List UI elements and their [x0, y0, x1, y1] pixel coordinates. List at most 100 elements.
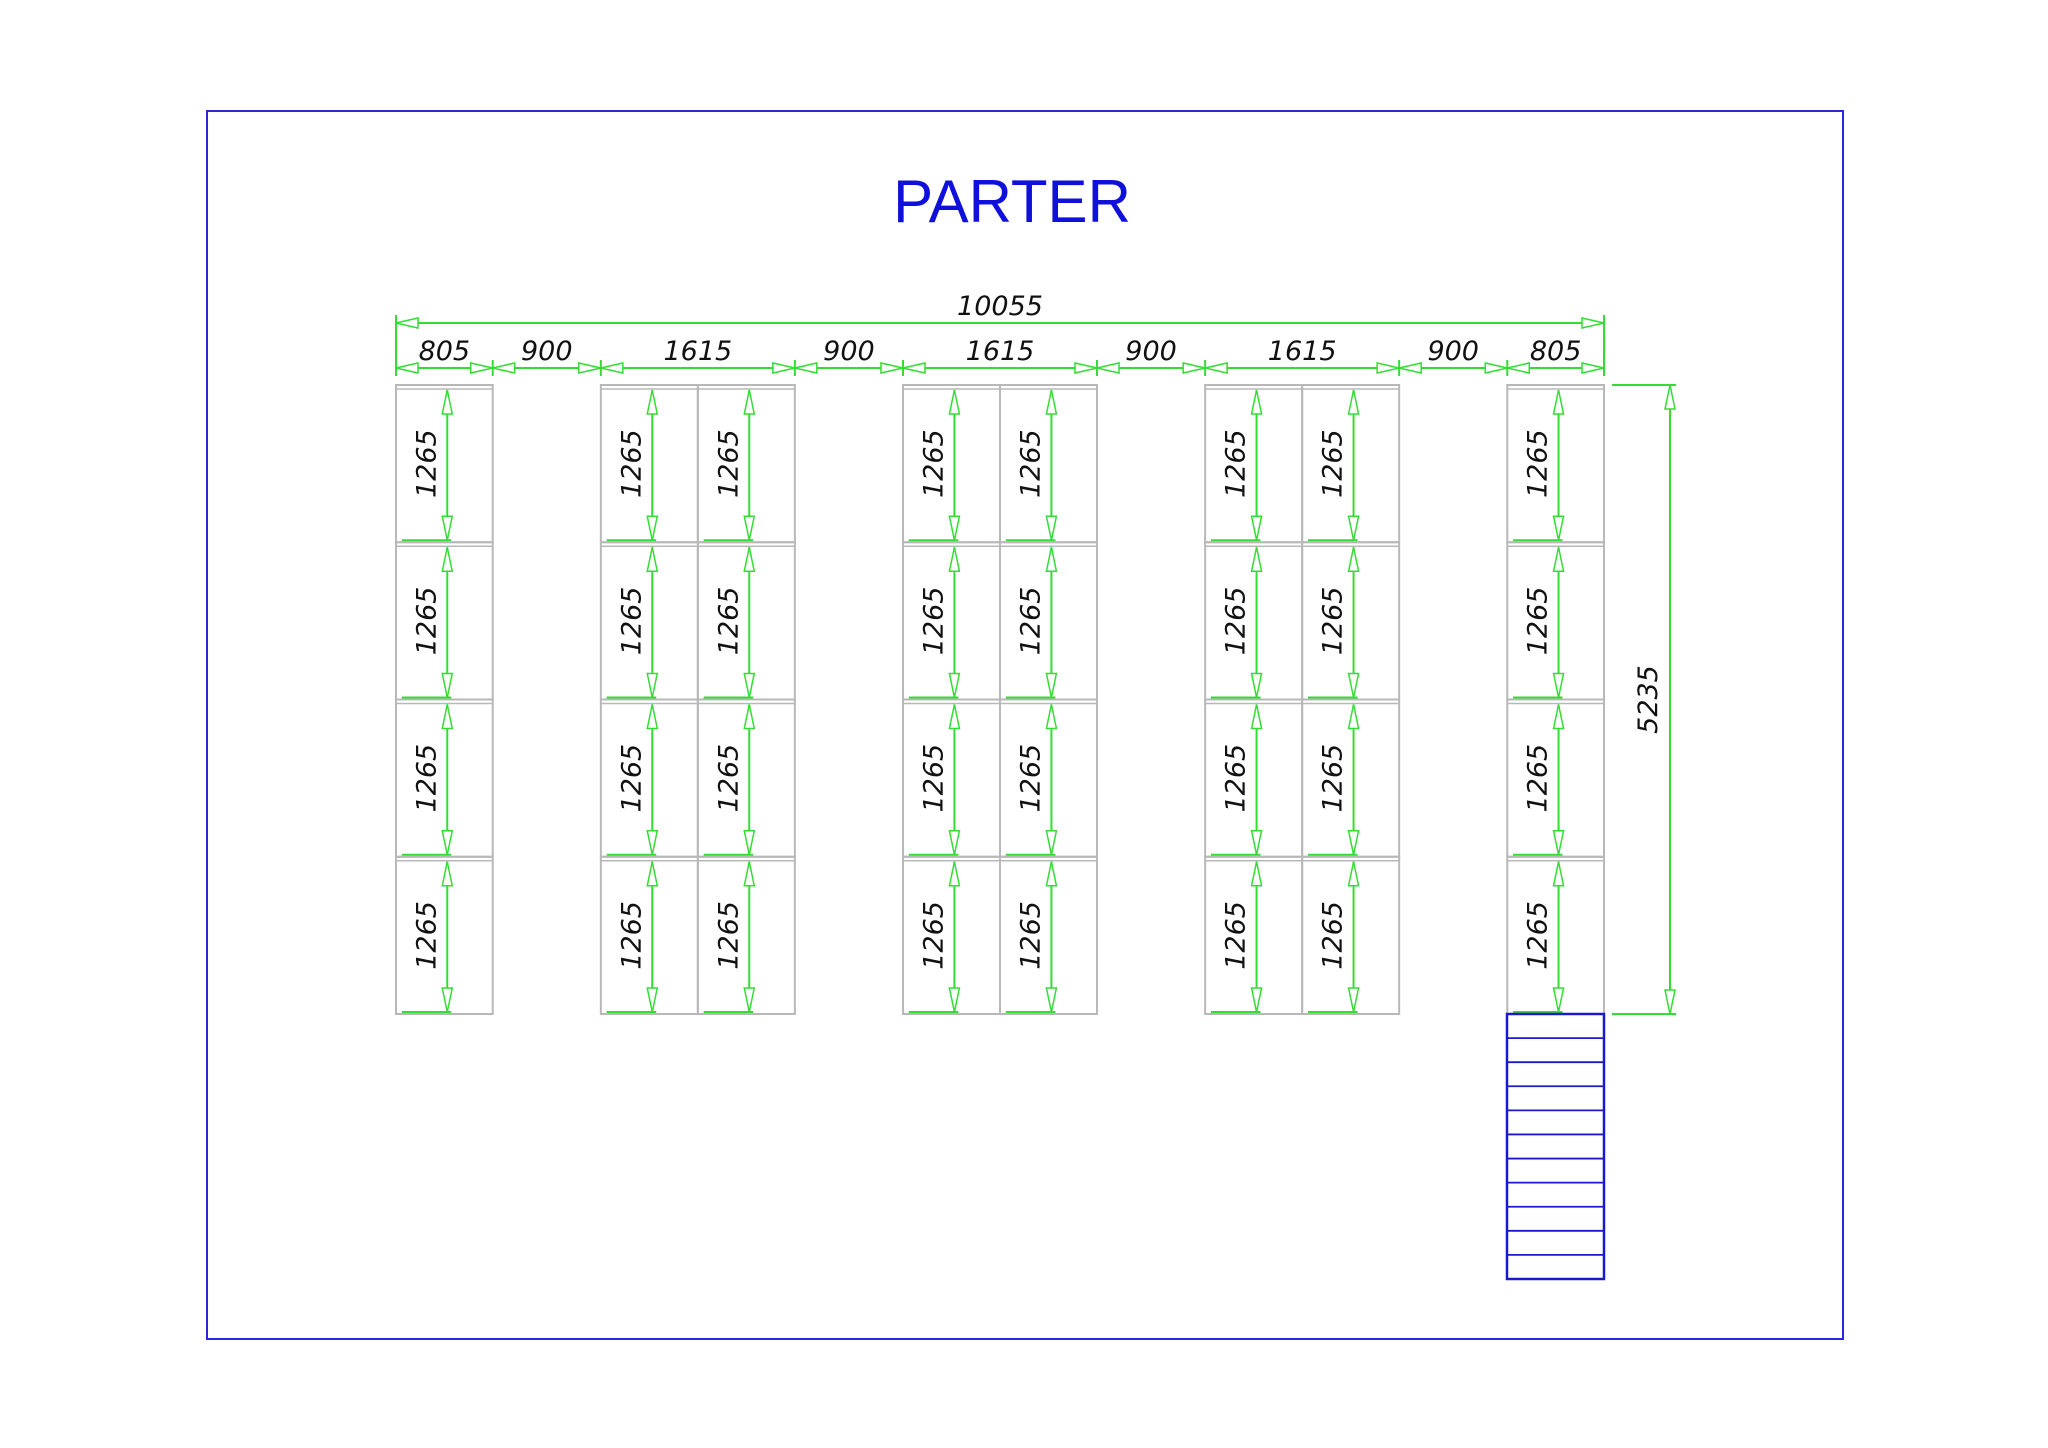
arrowhead-icon	[646, 672, 659, 698]
row-height-label: 1265	[1221, 744, 1252, 813]
arrowhead-icon	[743, 704, 756, 730]
arrowhead-icon	[395, 362, 419, 374]
arrowhead-icon	[1552, 830, 1565, 855]
row-height-label: 1265	[918, 901, 949, 970]
total-height-label: 5235	[1633, 665, 1664, 734]
rack-cell	[395, 855, 494, 1015]
arrowhead-icon	[1250, 861, 1263, 887]
arrowhead-icon	[948, 861, 961, 887]
arrowhead-icon	[578, 362, 602, 374]
row-height-label: 1265	[411, 901, 442, 970]
arrowhead-icon	[469, 362, 493, 374]
row-height-label: 1265	[411, 587, 442, 656]
arrowhead-icon	[1250, 389, 1263, 415]
arrowhead-icon	[1398, 362, 1422, 374]
arrowhead-icon	[1250, 547, 1263, 572]
arrowhead-icon	[1552, 389, 1565, 415]
arrowhead-icon	[1347, 389, 1360, 415]
arrowhead-icon	[441, 547, 454, 572]
arrowhead-icon	[1376, 362, 1400, 374]
arrowhead-icon	[948, 515, 961, 541]
segment-width-label: 805	[419, 336, 471, 367]
arrowhead-icon	[1552, 515, 1565, 541]
arrowhead-icon	[1045, 547, 1058, 572]
row-height-label: 1265	[1015, 744, 1046, 813]
row-height-label: 1265	[1523, 744, 1554, 813]
arrowhead-icon	[441, 861, 454, 887]
segment-width-label: 900	[521, 336, 573, 367]
arrowhead-icon	[1347, 830, 1360, 855]
arrowhead-icon	[1552, 704, 1565, 730]
arrowhead-icon	[395, 317, 419, 329]
arrowhead-icon	[1484, 362, 1508, 374]
arrowhead-icon	[1347, 704, 1360, 730]
arrowhead-icon	[1045, 830, 1058, 855]
arrowhead-icon	[1182, 362, 1206, 374]
row-height-label: 1265	[616, 744, 647, 813]
arrowhead-icon	[646, 704, 659, 730]
row-height-label: 1265	[1523, 429, 1554, 498]
row-height-label: 1265	[1318, 429, 1349, 498]
arrowhead-icon	[441, 830, 454, 855]
total-width-label: 10055	[957, 291, 1043, 322]
arrowhead-icon	[902, 362, 926, 374]
row-height-label: 1265	[411, 429, 442, 498]
arrowhead-icon	[492, 362, 516, 374]
arrowhead-icon	[1347, 515, 1360, 541]
arrowhead-icon	[880, 362, 904, 374]
row-height-label: 1265	[1015, 901, 1046, 970]
arrowhead-icon	[646, 515, 659, 541]
row-height-label: 1265	[1221, 587, 1252, 656]
arrowhead-icon	[1552, 672, 1565, 698]
arrowhead-icon	[743, 389, 756, 415]
arrowhead-icon	[743, 830, 756, 855]
arrowhead-icon	[948, 830, 961, 855]
segment-width-label: 900	[1427, 336, 1479, 367]
arrowhead-icon	[948, 672, 961, 698]
arrowhead-icon	[1347, 987, 1360, 1013]
arrowhead-icon	[441, 987, 454, 1013]
staircase-outline	[1505, 1012, 1606, 1281]
segment-width-label: 900	[823, 336, 875, 367]
arrowhead-icon	[1250, 515, 1263, 541]
row-height-label: 1265	[1318, 744, 1349, 813]
arrowhead-icon	[1045, 861, 1058, 887]
arrowhead-icon	[1045, 704, 1058, 730]
arrowhead-icon	[743, 861, 756, 887]
arrowhead-icon	[743, 515, 756, 541]
segment-width-label: 1615	[1268, 336, 1337, 367]
row-height-label: 1265	[1015, 429, 1046, 498]
arrowhead-icon	[948, 987, 961, 1013]
rack-cell	[696, 855, 796, 1015]
arrowhead-icon	[1581, 317, 1605, 329]
staircase	[1505, 1012, 1606, 1281]
arrowhead-icon	[600, 362, 624, 374]
arrowhead-icon	[1664, 384, 1676, 410]
row-height-label: 1265	[1015, 587, 1046, 656]
arrowhead-icon	[646, 861, 659, 887]
arrowhead-icon	[1507, 362, 1531, 374]
arrowhead-icon	[1096, 362, 1120, 374]
segment-width-label: 900	[1125, 336, 1177, 367]
row-height-label: 1265	[1318, 587, 1349, 656]
arrowhead-icon	[743, 987, 756, 1013]
arrowhead-icon	[948, 389, 961, 415]
arrowhead-icon	[441, 389, 454, 415]
arrowhead-icon	[1664, 989, 1676, 1015]
segment-width-label: 805	[1530, 336, 1582, 367]
arrowhead-icon	[441, 704, 454, 730]
rack-cell	[1301, 855, 1401, 1015]
row-height-label: 1265	[1221, 901, 1252, 970]
segment-width-label: 1615	[663, 336, 732, 367]
arrowhead-icon	[646, 830, 659, 855]
arrowhead-icon	[1250, 987, 1263, 1013]
arrowhead-icon	[743, 672, 756, 698]
row-height-label: 1265	[918, 429, 949, 498]
row-height-label: 1265	[918, 744, 949, 813]
row-height-label: 1265	[1523, 587, 1554, 656]
arrowhead-icon	[441, 515, 454, 541]
arrowhead-icon	[1581, 362, 1605, 374]
